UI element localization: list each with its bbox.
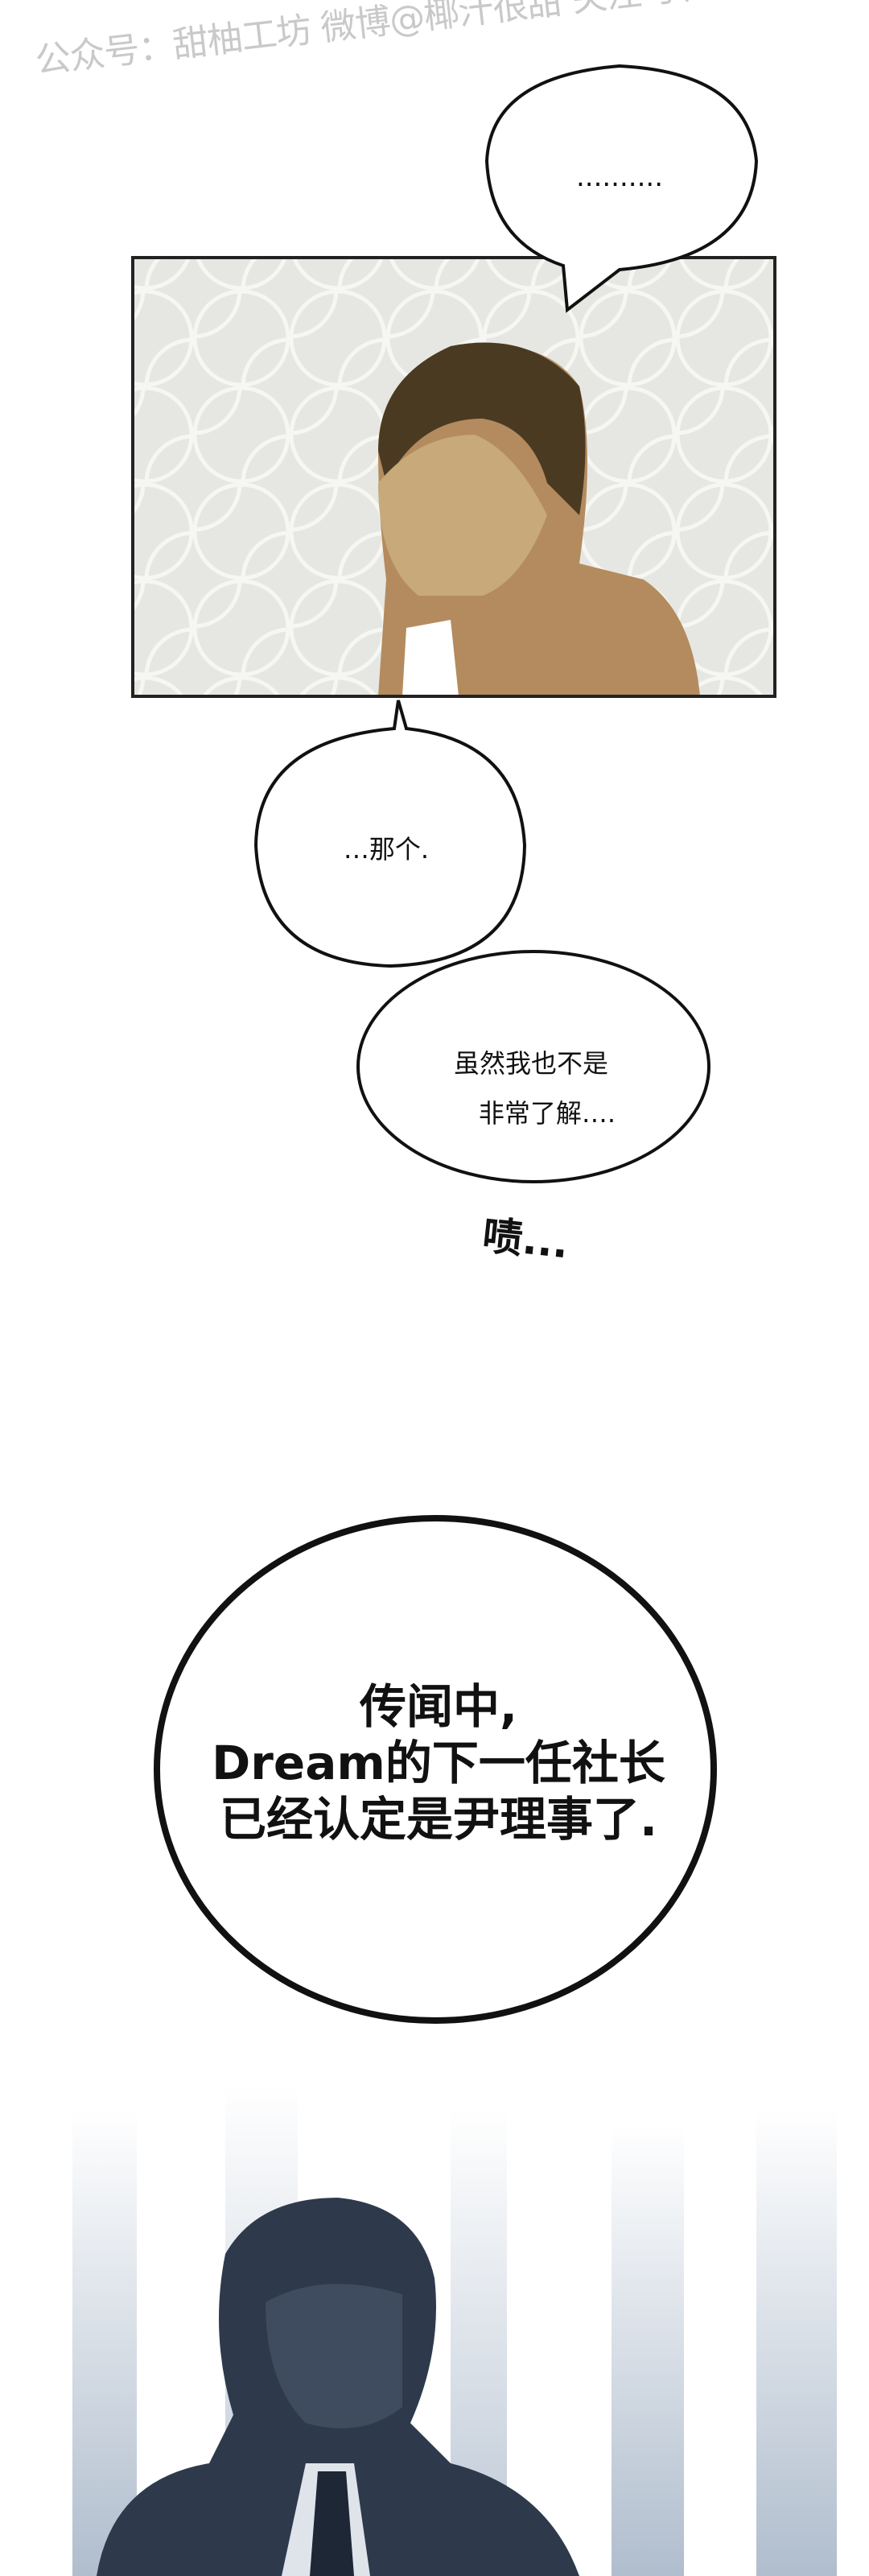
speech-bubble-3 — [356, 950, 710, 1183]
bubble-4-line-3: 已经认定是尹理事了. — [219, 1792, 658, 1847]
bubble-3-line-2: 非常了解…. — [478, 1098, 616, 1129]
bubble-3-text: 虽然我也不是 非常了解…. — [378, 1038, 684, 1138]
sound-effect: 啧... — [480, 1212, 571, 1268]
speech-bubble-2 — [253, 700, 527, 968]
bubble-2-text: …那个. — [343, 834, 430, 865]
bubble-4-line-1: 传闻中, — [359, 1679, 518, 1734]
bubble-1-text: .......... — [575, 161, 664, 193]
bubble-4-line-2: Dream的下一任社长 — [212, 1736, 665, 1790]
bubble-4-text: 传闻中, Dream的下一任社长 已经认定是尹理事了. — [161, 1678, 716, 1847]
panel-dark-figure — [0, 2085, 869, 2576]
bubble-3-line-1: 虽然我也不是 — [453, 1048, 608, 1079]
speech-bubble-1 — [484, 64, 759, 313]
speech-bubble-4 — [154, 1515, 717, 2024]
panel-man-profile — [131, 256, 776, 698]
